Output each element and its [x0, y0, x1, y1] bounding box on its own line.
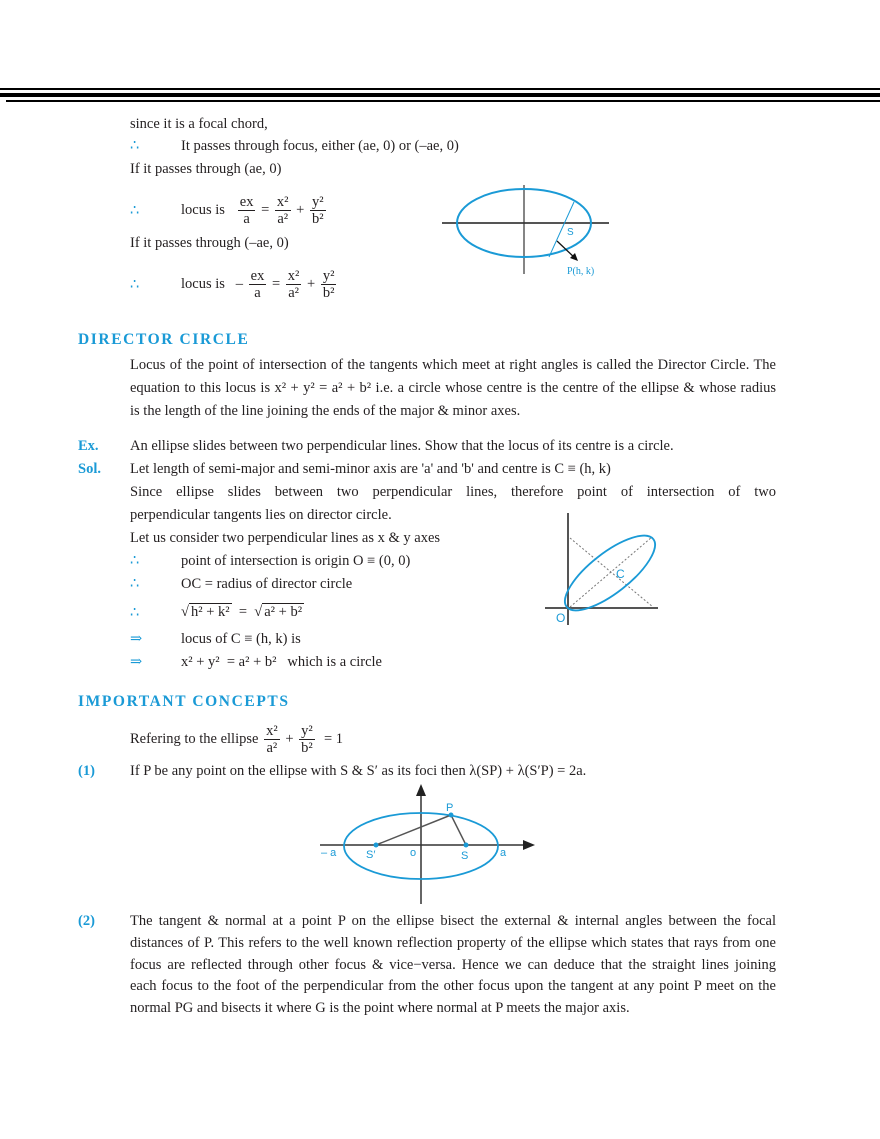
concept-line: normal PG and bisects it where G is the …	[130, 1000, 630, 1016]
op: –	[235, 276, 244, 292]
den: a²	[266, 740, 278, 757]
origin-label: O	[556, 611, 565, 625]
header-rule	[6, 100, 880, 102]
den: a²	[288, 285, 299, 302]
text-line: It passes through focus, either (ae, 0) …	[181, 138, 459, 154]
therefore-symbol: ∴	[130, 605, 140, 621]
foci-ellipse-diagram: – a S′ o S a P	[320, 784, 535, 904]
p-label: P	[446, 802, 453, 814]
s-label: S	[461, 850, 468, 862]
sqrt-lhs: h² + k²	[188, 603, 232, 620]
op: +	[285, 731, 294, 747]
op: +	[296, 202, 305, 218]
concept-line: The tangent & normal at a point P on the…	[130, 913, 776, 929]
solution-line: Since ellipse slides between two perpend…	[130, 484, 776, 500]
concept-line: distances of P. This refers to the well …	[130, 935, 776, 951]
header-rule	[0, 88, 880, 90]
den: a²	[277, 211, 289, 228]
step-text: point of intersection is origin O ≡ (0, …	[181, 553, 411, 569]
therefore-symbol: ∴	[130, 576, 140, 592]
intro-text: Refering to the ellipse	[130, 731, 259, 747]
therefore-symbol: ∴	[130, 138, 140, 154]
therefore-symbol: ∴	[130, 553, 140, 569]
op: =	[271, 276, 281, 292]
op: =	[238, 604, 248, 620]
solution-line: perpendicular tangents lies on director …	[130, 507, 392, 523]
concept-text: If P be any point on the ellipse with S …	[130, 763, 587, 779]
concept-line: focus are reflected through other focus …	[130, 957, 776, 973]
step-text: OC = radius of director circle	[181, 576, 353, 592]
implies-symbol: ⇒	[130, 654, 143, 670]
paragraph-line: Locus of the point of intersection of th…	[130, 357, 776, 373]
text-line: If it passes through (ae, 0)	[130, 161, 282, 177]
origin-label: o	[410, 847, 416, 859]
focus-label: S	[567, 227, 574, 238]
num: y²	[299, 723, 315, 741]
point-label: P(h, k)	[567, 266, 594, 277]
num: ex	[248, 268, 267, 286]
focal-chord-diagram: S P(h, k)	[442, 185, 609, 277]
num: x²	[274, 194, 291, 212]
solution-label: Sol.	[78, 461, 101, 477]
solution-line: Let length of semi-major and semi-minor …	[130, 461, 611, 477]
den: b²	[301, 740, 313, 757]
example-text: An ellipse slides between two perpendicu…	[130, 438, 674, 454]
label: locus is	[181, 202, 225, 218]
step-text: locus of C ≡ (h, k) is	[181, 631, 301, 647]
num: ex	[237, 194, 256, 212]
a-label: a	[500, 847, 507, 859]
sliding-ellipse-diagram: C O	[545, 513, 658, 625]
centre-label: C	[616, 567, 625, 581]
implies-symbol: ⇒	[130, 631, 143, 647]
op: +	[307, 276, 316, 292]
text-line: If it passes through (–ae, 0)	[130, 235, 289, 251]
sqrt-rhs: a² + b²	[262, 603, 305, 620]
step-text: x² + y² = a² + b² which is a circle	[181, 654, 382, 670]
den: a	[254, 285, 261, 302]
paragraph-line: is the length of the line joining the en…	[130, 403, 521, 419]
num: x²	[264, 723, 280, 741]
op: =	[261, 202, 270, 218]
concept-number: (2)	[78, 913, 95, 929]
neg-a-label: – a	[321, 847, 337, 859]
header-rule	[0, 93, 880, 97]
text-line: since it is a focal chord,	[130, 116, 268, 132]
den: b²	[311, 211, 324, 228]
label: locus is	[181, 276, 225, 292]
sqrt-equation: √h² + k² = √a² + b²	[181, 603, 305, 620]
op: = 1	[323, 731, 344, 747]
concept-number: (1)	[78, 763, 95, 779]
den: b²	[322, 285, 335, 302]
num: y²	[309, 194, 326, 212]
paragraph-line: equation to this locus is x² + y² = a² +…	[130, 380, 776, 396]
s-prime-label: S′	[366, 849, 375, 861]
example-label: Ex.	[78, 438, 99, 454]
therefore-symbol: ∴	[130, 203, 140, 219]
therefore-symbol: ∴	[130, 277, 140, 293]
section-heading: IMPORTANT CONCEPTS	[78, 693, 290, 710]
concept-line: each focus to the foot of the perpendicu…	[130, 978, 776, 994]
section-heading: DIRECTOR CIRCLE	[78, 331, 250, 348]
den: a	[243, 211, 250, 228]
solution-line: Let us consider two perpendicular lines …	[130, 530, 441, 546]
num: y²	[320, 268, 337, 286]
num: x²	[285, 268, 302, 286]
